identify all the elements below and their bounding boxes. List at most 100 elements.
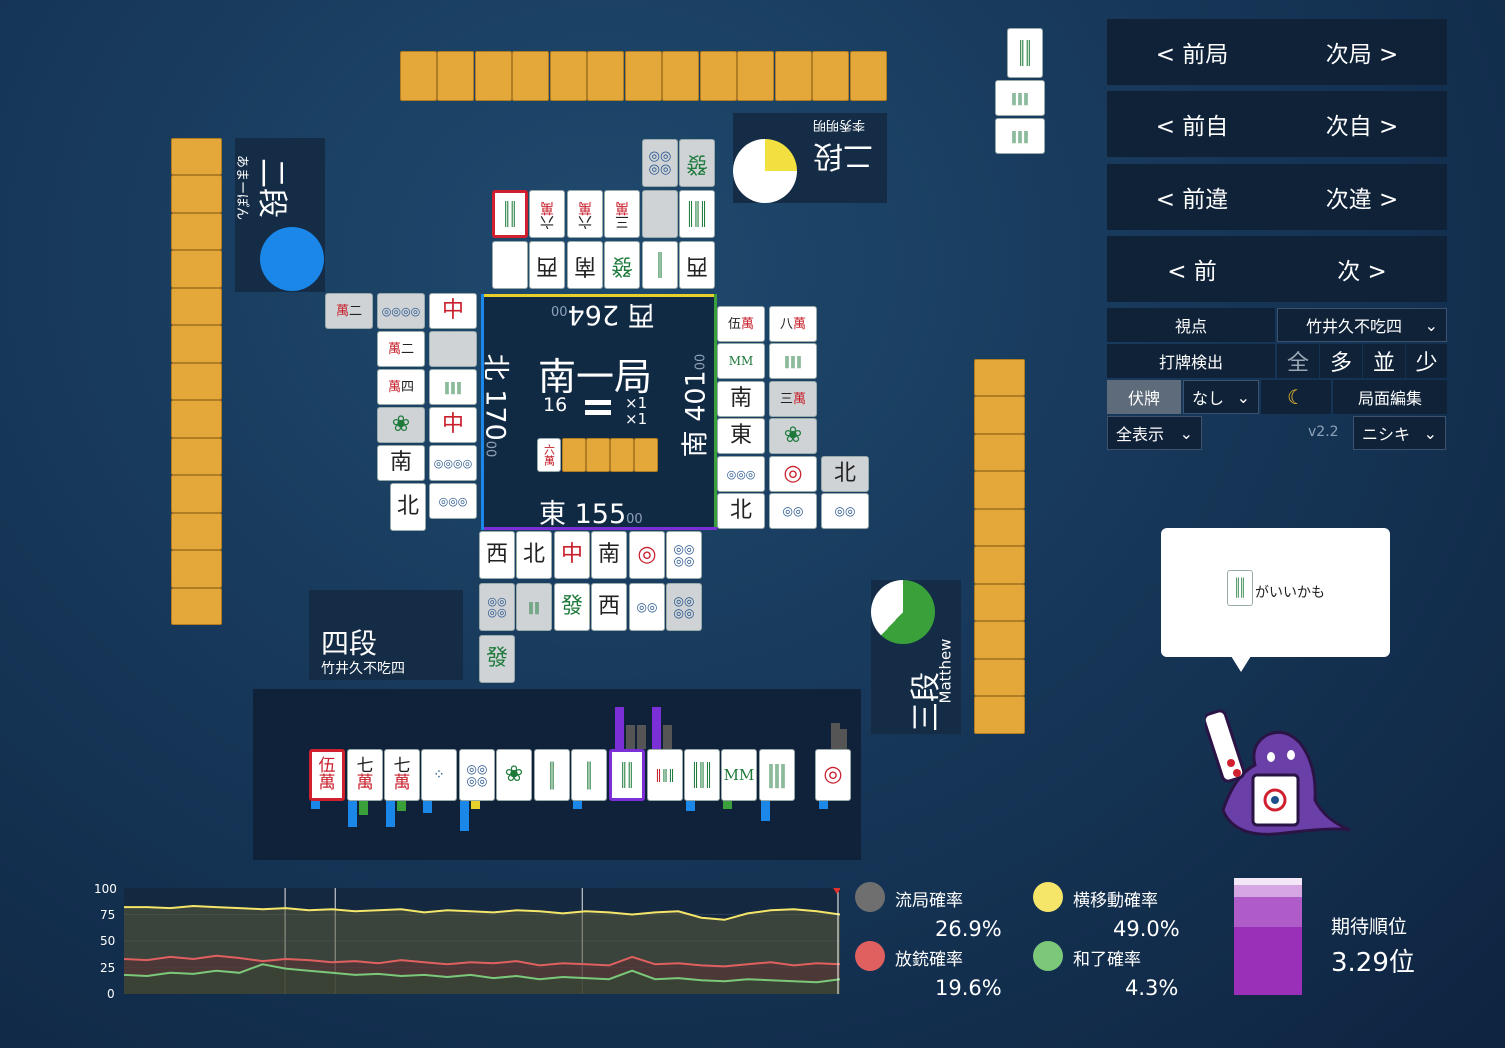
top-wall <box>400 51 887 101</box>
hand-tile[interactable]: 伍萬 <box>309 749 345 801</box>
top-player-timer-icon <box>733 139 797 203</box>
honba-stick-icon <box>585 400 611 405</box>
hand-tile[interactable]: MM <box>721 749 757 801</box>
left-player-avatar-icon <box>260 227 324 291</box>
riichi-stick-icon <box>585 410 611 415</box>
detect-option-few[interactable]: 少 <box>1406 344 1447 378</box>
prev-button[interactable]: < 前 <box>1167 259 1217 285</box>
chevron-down-icon: ⌄ <box>1423 423 1437 443</box>
prev-self-button[interactable]: < 前自 <box>1155 114 1229 140</box>
hand-tile[interactable]: ‖‖‖‖‖‖ <box>684 749 720 801</box>
ryukyoku-label: 流局確率 <box>895 891 963 911</box>
hint-tile: ‖‖‖‖ <box>1227 570 1253 606</box>
top-right-tiles: ‖‖‖‖ ‖‖‖ ‖‖‖ <box>995 28 1047 156</box>
probability-chart: 100 75 50 25 0 <box>90 880 850 1005</box>
viewpoint-select[interactable]: 竹井久不吃四⌄ <box>1277 308 1447 342</box>
detect-option-many[interactable]: 多 <box>1320 344 1362 378</box>
detect-option-all[interactable]: 全 <box>1277 344 1319 378</box>
y-tick-label: 50 <box>100 934 116 948</box>
series-line <box>124 954 840 968</box>
series-line <box>124 963 840 984</box>
west-score: 西 26400 <box>551 299 655 330</box>
right-wall <box>974 359 1025 734</box>
nav-diff-box: < 前違 次違 > <box>1107 164 1447 230</box>
ryukyoku-dot <box>855 882 885 912</box>
y-tick-label: 0 <box>107 987 115 1001</box>
hora-value: 4.3% <box>1125 976 1179 1000</box>
honba-count: ×1 <box>625 394 648 412</box>
left-player-panel: 二段 あまーぽん <box>234 138 325 292</box>
next-diff-button[interactable]: 次違 > <box>1325 187 1399 213</box>
model-select[interactable]: ニシキ⌄ <box>1353 416 1446 450</box>
ryukyoku-value: 26.9% <box>935 917 1002 941</box>
north-score: 北 17000 <box>479 353 511 458</box>
version-label: v2.2 <box>1308 424 1339 440</box>
hand-tile[interactable]: ‖‖‖‖ <box>609 749 645 801</box>
hand-tile[interactable]: ‖‖ <box>571 749 607 801</box>
chevron-down-icon: ⌄ <box>1236 387 1250 407</box>
show-all-select[interactable]: 全表示⌄ <box>1107 416 1202 450</box>
left-wall <box>171 138 222 625</box>
hand-tile[interactable]: 七萬 <box>347 749 383 801</box>
hide-tiles-select[interactable]: なし⌄ <box>1183 380 1259 414</box>
top-discards: ◎◎◎◎ 發 ‖‖‖‖ 六萬 六萬 三萬 ‖‖‖‖‖‖ 西 南 發 ‖‖ 西 <box>492 139 718 293</box>
board-edit-button[interactable]: 局面編集 <box>1333 380 1447 414</box>
hand-tile[interactable]: ◎◎◎◎ <box>459 749 495 801</box>
nav-round-box: < 前局 次局 > <box>1107 19 1447 85</box>
drawn-tile[interactable]: ◎ <box>815 749 851 801</box>
moon-icon[interactable]: ☾ <box>1261 380 1331 414</box>
series-area <box>124 964 840 994</box>
rank-distribution-bar <box>1234 878 1302 995</box>
discard-detect-label: 打牌検出 <box>1107 344 1275 378</box>
expected-rank-value: 3.29位 <box>1331 948 1415 978</box>
dora-indicator-tile: 六萬 <box>537 438 561 472</box>
round-name: 南一局 <box>538 355 653 399</box>
yoko-label: 横移動確率 <box>1073 891 1158 911</box>
left-player-name: あまーぽん <box>234 154 250 221</box>
hint-text: がいいかも <box>1255 585 1325 601</box>
hoju-label: 放銃確率 <box>895 950 963 970</box>
yoko-value: 49.0% <box>1113 917 1180 941</box>
self-player-rank: 四段 <box>321 627 378 660</box>
hand-tile[interactable]: ‖‖ <box>534 749 570 801</box>
hand-tile[interactable]: ❀ <box>496 749 532 801</box>
east-score: 東 15500 <box>539 499 643 530</box>
prev-round-button[interactable]: < 前局 <box>1155 42 1229 68</box>
probability-plot[interactable] <box>124 888 840 994</box>
current-position-marker <box>833 888 840 894</box>
hand-tile[interactable]: ‖‖‖ <box>647 749 683 801</box>
top-player-rank: 二段 <box>813 138 873 173</box>
self-hand: 伍萬 七萬 七萬 ⁘ ◎◎◎◎ ❀ ‖‖ ‖‖ ‖‖‖‖ ‖‖‖ ‖‖‖‖‖‖ … <box>309 749 854 801</box>
y-tick-label: 25 <box>100 961 116 975</box>
hand-tile[interactable]: ‖‖‖‖‖‖ <box>759 749 795 801</box>
hand-tile[interactable]: ⁘ <box>421 749 457 801</box>
left-player-rank: 二段 <box>254 158 289 218</box>
top-player-panel: 二段 李秀明明 <box>733 113 887 203</box>
expected-rank-label: 期待順位 <box>1331 916 1408 938</box>
next-self-button[interactable]: 次自 > <box>1325 114 1399 140</box>
hint-bubble: ‖‖‖‖ がいいかも <box>1161 528 1390 672</box>
hora-dot <box>1033 941 1063 971</box>
remaining-count: 16 <box>543 394 568 416</box>
self-discards: 西 北 中 南 ◎ ◎◎◎◎ ◎◎◎◎ ‖‖ 發 西 ◎◎ ◎◎◎◎ 發 <box>479 531 705 686</box>
next-round-button[interactable]: 次局 > <box>1325 42 1399 68</box>
hoju-value: 19.6% <box>935 976 1002 1000</box>
left-discards: 萬二 ◎◎◎◎ 中 萬二 萬四 ‖‖‖ ❀ 中 南 ◎◎◎◎ 北 ◎◎◎ <box>325 293 481 531</box>
right-player-panel: 三段 Matthew <box>871 580 961 734</box>
hoju-dot <box>855 941 885 971</box>
prev-diff-button[interactable]: < 前違 <box>1155 187 1229 213</box>
chevron-down-icon: ⌄ <box>1424 315 1438 335</box>
hand-tile[interactable]: 七萬 <box>384 749 420 801</box>
next-button[interactable]: 次 > <box>1337 259 1387 285</box>
y-tick-label: 75 <box>100 908 116 922</box>
detect-option-normal[interactable]: 並 <box>1363 344 1405 378</box>
self-player-name: 竹井久不吃四 <box>321 661 405 677</box>
hide-tiles-button[interactable]: 伏牌 <box>1107 380 1181 414</box>
hora-label: 和了確率 <box>1073 950 1141 970</box>
right-player-timer-icon <box>871 580 935 644</box>
top-player-name: 李秀明明 <box>813 117 866 132</box>
right-player-name: Matthew <box>936 638 955 704</box>
nav-step-box: < 前 次 > <box>1107 236 1447 302</box>
yoko-dot <box>1033 882 1063 912</box>
y-tick-label: 100 <box>94 882 117 896</box>
